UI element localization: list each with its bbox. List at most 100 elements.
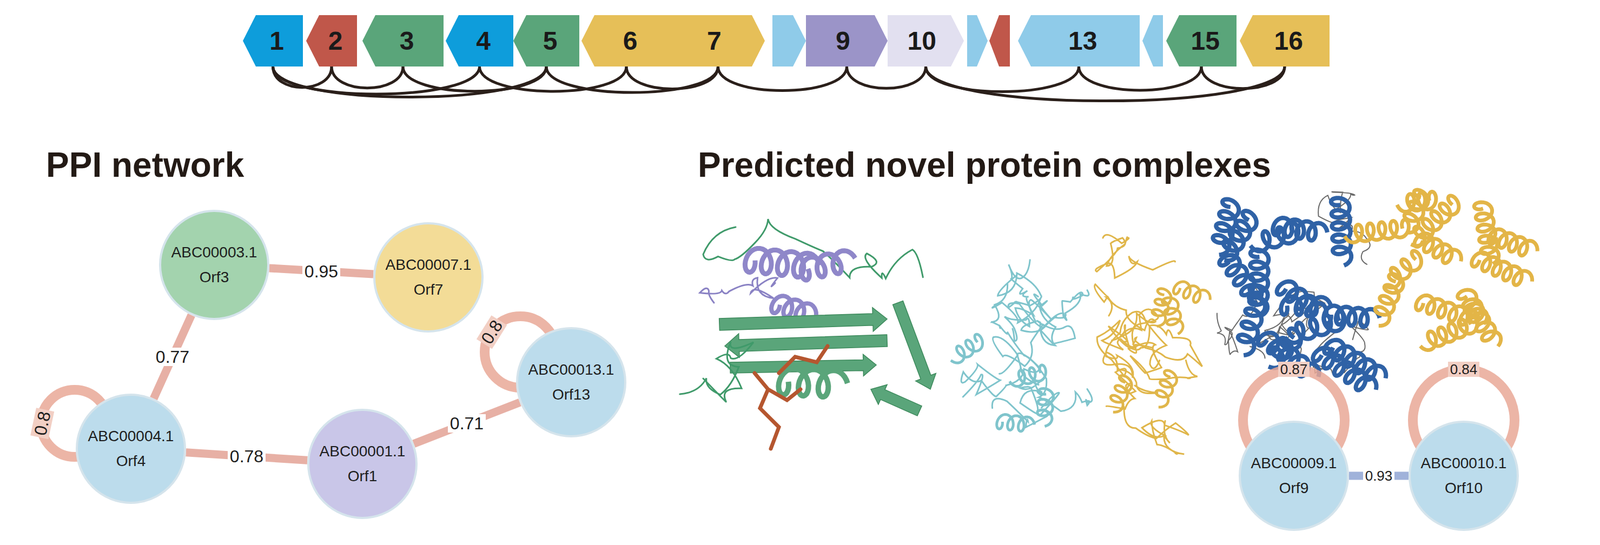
gene-body xyxy=(513,15,580,67)
node-text-group: ABC00001.1Orf1 xyxy=(319,443,406,486)
gene-body xyxy=(1239,15,1330,67)
coil-loop xyxy=(992,290,1089,375)
protein-node: ABC00007.1Orf7 xyxy=(373,222,484,333)
gene-link-arc xyxy=(331,66,403,89)
beta-strand xyxy=(719,307,888,332)
helix xyxy=(1488,229,1538,256)
coil-loop xyxy=(961,353,1040,398)
gene-body xyxy=(242,15,303,67)
node-text-group: ABC00004.1Orf4 xyxy=(88,427,175,471)
helix xyxy=(1110,375,1132,413)
coil-loop xyxy=(1004,260,1034,342)
gene-arrow: 10 xyxy=(887,15,964,67)
gene-number: 10 xyxy=(907,25,937,56)
accession-id: ABC00010.1 xyxy=(1420,454,1507,473)
gene-body xyxy=(671,15,765,67)
gene-arrow xyxy=(967,15,988,67)
gene-body xyxy=(306,15,357,67)
helix xyxy=(950,334,983,363)
coil-loop xyxy=(699,278,778,303)
section-heading: Predicted novel protein complexes xyxy=(697,144,1272,185)
helix xyxy=(1162,298,1184,335)
protein-node: ABC00010.1Orf10 xyxy=(1408,420,1519,532)
gene-link-arc xyxy=(1201,66,1285,89)
helix xyxy=(1344,219,1409,243)
gene-link-arc xyxy=(926,66,1286,102)
gene-number: 15 xyxy=(1191,25,1220,56)
gene-body xyxy=(1017,15,1140,67)
gene-number: 5 xyxy=(543,25,558,56)
helix xyxy=(1037,388,1054,427)
helix xyxy=(1009,365,1047,387)
protein-node: ABC00004.1Orf4 xyxy=(75,393,187,505)
gene-number: 2 xyxy=(328,25,343,56)
helix xyxy=(1374,274,1404,327)
gene-number: 1 xyxy=(269,25,284,56)
interaction-line xyxy=(153,315,192,399)
gene-number: 16 xyxy=(1274,25,1304,56)
gene-arrow: 4 xyxy=(445,15,514,67)
gene-arrow: 6 xyxy=(581,15,672,67)
helix xyxy=(1277,281,1327,317)
edge-weight: 0.93 xyxy=(1363,468,1395,484)
helix xyxy=(1331,197,1352,266)
gene-number: 3 xyxy=(399,25,415,56)
helix xyxy=(996,414,1035,432)
edge-weight: 0.95 xyxy=(302,262,341,281)
gene-link-arc xyxy=(273,66,547,97)
coil-loop xyxy=(1095,234,1175,279)
section-heading: PPI network xyxy=(45,144,244,185)
gene-arrow xyxy=(989,15,1010,67)
unlabeled-genes xyxy=(772,15,1163,67)
orf-name: Orf9 xyxy=(1279,479,1309,498)
edge-weight: 0.87 xyxy=(1278,361,1311,378)
helix xyxy=(1219,255,1262,301)
gene-body xyxy=(1166,15,1237,67)
edge-weight: 0.8 xyxy=(30,407,55,440)
gene-body xyxy=(805,15,888,67)
protein-node: ABC00001.1Orf1 xyxy=(307,408,418,520)
gene-arrow: 15 xyxy=(1166,15,1237,67)
accession-id: ABC00009.1 xyxy=(1251,454,1338,473)
gene-arrow: 3 xyxy=(362,15,444,67)
edge-weight: 0.77 xyxy=(153,347,192,367)
helix xyxy=(1250,223,1299,252)
node-text-group: ABC00013.1Orf13 xyxy=(528,361,615,404)
gene-arrow: 7 xyxy=(671,15,765,67)
accession-id: ABC00003.1 xyxy=(171,243,258,262)
helix xyxy=(1464,303,1502,347)
helix xyxy=(1471,252,1533,286)
gene-arrow xyxy=(1142,15,1163,67)
coil-loop xyxy=(703,219,923,279)
accession-id: ABC00004.1 xyxy=(88,427,175,446)
helix xyxy=(801,250,856,281)
node-text-group: ABC00003.1Orf3 xyxy=(171,243,258,287)
gene-number: 9 xyxy=(835,25,851,56)
node-text-group: ABC00009.1Orf9 xyxy=(1251,454,1338,498)
accession-id: ABC00013.1 xyxy=(528,361,615,379)
node-text-group: ABC00010.1Orf10 xyxy=(1420,454,1507,498)
helix xyxy=(1212,199,1239,255)
gene-body xyxy=(445,15,514,67)
orf-name: Orf3 xyxy=(199,268,229,287)
gene-arrow xyxy=(772,15,806,67)
helix xyxy=(778,368,848,398)
node-text-group: ABC00007.1Orf7 xyxy=(385,256,472,299)
edge-weight: 0.78 xyxy=(227,447,266,466)
gene-arrow: 1 xyxy=(242,15,303,67)
gene-arrow: 5 xyxy=(513,15,580,67)
orf-name: Orf1 xyxy=(347,467,378,486)
gene-link-arc xyxy=(718,66,848,91)
gene-body xyxy=(581,15,672,67)
coil-loop xyxy=(1108,326,1198,380)
edge-weight: 0.84 xyxy=(1448,361,1480,378)
helix xyxy=(1323,306,1380,328)
edge-weight: 0.71 xyxy=(447,414,486,433)
gene-link-arc xyxy=(926,66,1080,92)
gene-arrow: 2 xyxy=(306,15,357,67)
interaction-line xyxy=(413,402,520,445)
helix xyxy=(1155,370,1178,408)
gene-number: 7 xyxy=(706,25,722,56)
accession-id: ABC00001.1 xyxy=(319,443,406,461)
coil-loop xyxy=(1124,406,1189,455)
